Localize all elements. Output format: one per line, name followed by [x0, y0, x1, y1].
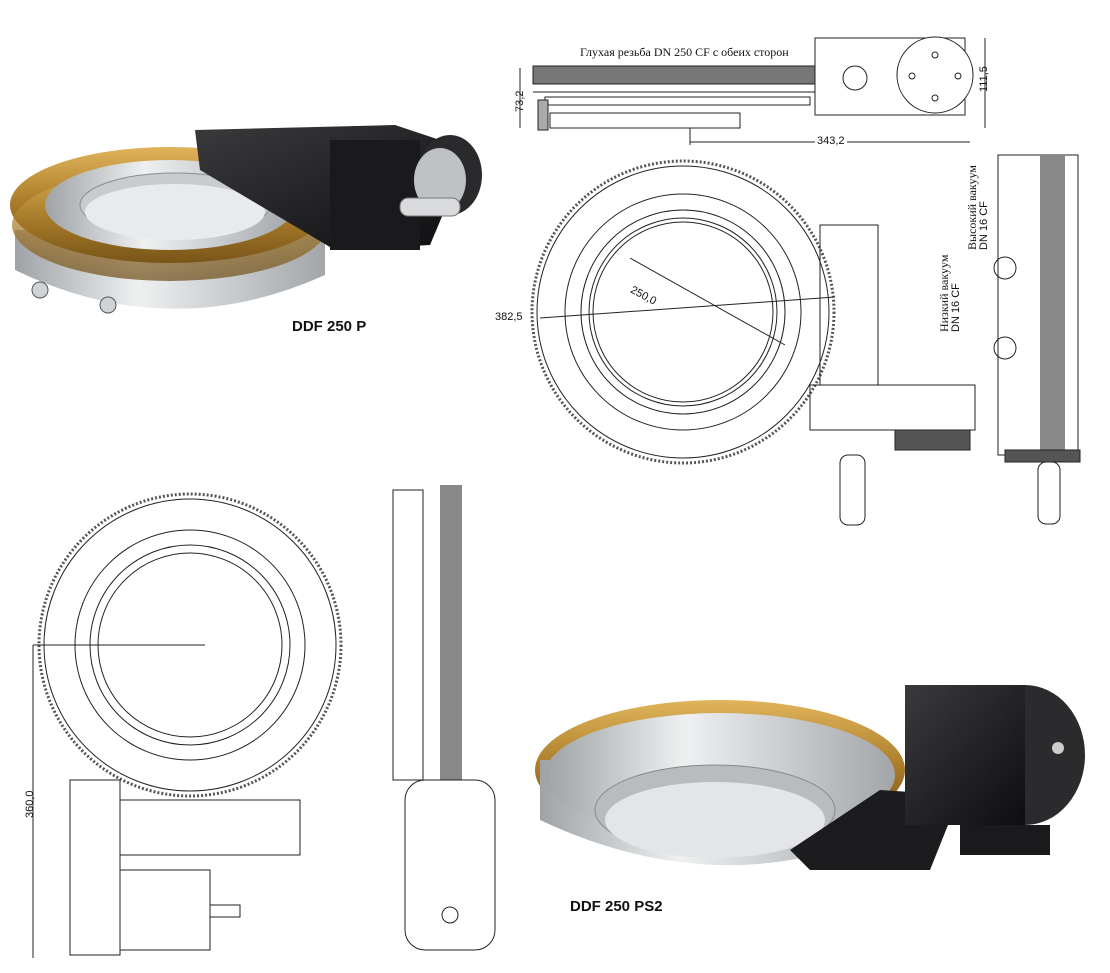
port-low-vacuum-label: Низкий вакуум DN 16 CF [937, 254, 962, 332]
dim-outer-diameter: 382,5 [495, 311, 523, 323]
dim-length: 343,2 [815, 135, 847, 147]
port-low-vacuum-line2: DN 16 CF [950, 283, 962, 332]
product-label-ddf-250-p: DDF 250 P [292, 318, 367, 335]
product-label-ddf-250-ps2: DDF 250 PS2 [570, 898, 663, 915]
port-high-vacuum-line1: Высокий вакуум [965, 165, 979, 250]
port-high-vacuum-line2: DN 16 CF [978, 201, 990, 250]
front-view-drawing [530, 154, 1081, 526]
dim-height-left: 73,2 [514, 90, 526, 112]
port-low-vacuum-line1: Низкий вакуум [937, 254, 951, 332]
thread-note: Глухая резьба DN 250 CF с обеих сторон [580, 45, 789, 60]
top-view-drawing [519, 36, 986, 145]
dim-bottom-height: 360,0 [24, 790, 36, 818]
render-ddf-250-ps2 [535, 685, 1085, 870]
render-ddf-250-p [10, 125, 482, 314]
bottom-view-drawing [32, 485, 496, 958]
port-high-vacuum-label: Высокий вакуум DN 16 CF [965, 165, 990, 250]
dim-height-right: 111,5 [978, 66, 990, 92]
